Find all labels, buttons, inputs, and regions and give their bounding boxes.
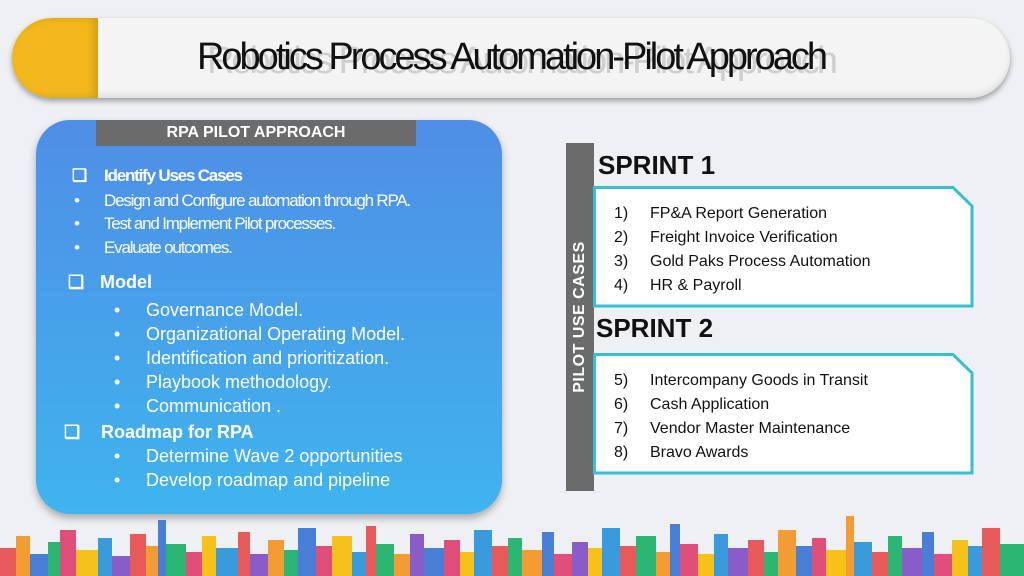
pilot-use-cases-label: PILOT USE CASES <box>571 241 588 393</box>
list-item: Identification and prioritization. <box>146 348 390 368</box>
page-title: Robotics Process Automation-Pilot Approa… <box>196 36 828 78</box>
list-item: Determine Wave 2 opportunities <box>146 446 403 466</box>
panel-label: RPA PILOT APPROACH <box>96 120 416 146</box>
list-item: Governance Model. <box>146 300 304 320</box>
list-item: Evaluate outcomes. <box>104 238 233 257</box>
list-item: Design and Configure automation through … <box>104 191 411 210</box>
pilot-use-cases-bar <box>566 143 594 491</box>
sprint1-title: SPRINT 1 <box>598 150 716 180</box>
bullet-icon: • <box>114 396 121 416</box>
title-accent <box>12 18 98 98</box>
list-item: 6)Cash Application <box>614 396 770 413</box>
list-item: 1)FP&A Report Generation <box>614 205 827 222</box>
checkbox-icon: ❑ <box>68 272 85 292</box>
checkbox-icon: ❑ <box>72 166 87 185</box>
list-item: 5)Intercompany Goods in Transit <box>614 372 868 389</box>
rpa-approach-panel <box>36 120 502 514</box>
list-item: Test and Implement Pilot processes. <box>104 214 336 233</box>
sprint2-box <box>593 353 974 475</box>
bullet-icon: • <box>74 191 80 210</box>
bullet-icon: • <box>74 214 80 233</box>
bullet-icon: • <box>74 238 80 257</box>
title-bar: Robotics Process Automation-Pilot Approa… <box>12 18 1010 98</box>
bullet-icon: • <box>114 348 121 368</box>
section-roadmap-title: Roadmap for RPA <box>101 422 254 442</box>
list-item: 3)Gold Paks Process Automation <box>614 253 871 270</box>
bullet-icon: • <box>114 470 121 490</box>
bullet-icon: • <box>114 324 121 344</box>
list-item: Playbook methodology. <box>146 372 332 392</box>
list-item: Develop roadmap and pipeline <box>146 470 391 490</box>
list-item: 8)Bravo Awards <box>614 444 749 461</box>
sprint1-box <box>593 186 974 308</box>
section-identify-title: Identify Uses Cases <box>104 166 243 185</box>
checkbox-icon: ❑ <box>64 422 81 442</box>
section-model-title: Model <box>100 272 152 292</box>
list-item: 4)HR & Payroll <box>614 277 742 294</box>
list-item: Communication . <box>146 396 282 416</box>
list-item: 7)Vendor Master Maintenance <box>614 420 851 437</box>
title-shadow: Robotics Process Automation-Pilot Approa… <box>206 40 838 82</box>
sprint2-title: SPRINT 2 <box>596 313 714 343</box>
bullet-icon: • <box>114 446 121 466</box>
city-skyline-decoration <box>0 516 1024 576</box>
bullet-icon: • <box>114 372 121 392</box>
list-item: 2)Freight Invoice Verification <box>614 229 838 246</box>
bullet-icon: • <box>114 300 121 320</box>
list-item: Organizational Operating Model. <box>146 324 406 344</box>
